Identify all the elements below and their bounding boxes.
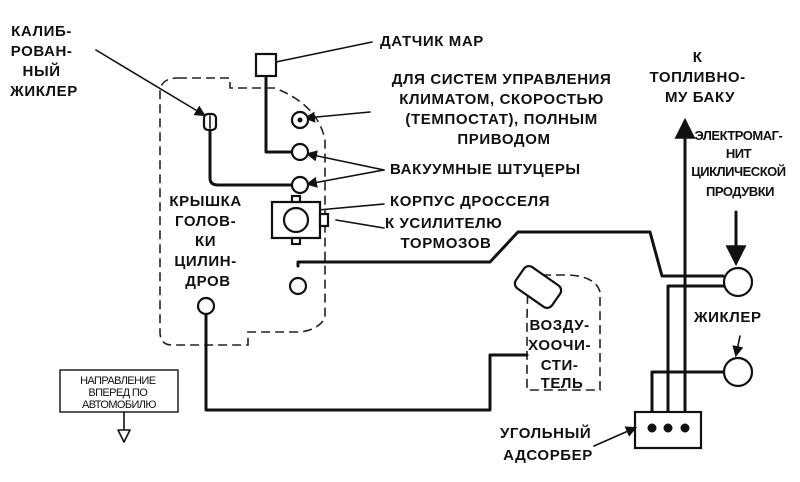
cylinder-head-cover-outline — [159, 77, 326, 346]
forward-direction-box — [59, 369, 179, 413]
throttle-body-boss-bottom — [290, 236, 302, 246]
dot-systems — [297, 117, 303, 123]
label-forward-direction: НАПРАВЛЕНИЕ ВПЕРЕД ПО АВТОМОБИЛЮ — [80, 375, 158, 411]
label-brake-booster: К УСИЛИТЕЛЮ ТОРМОЗОВ — [385, 215, 507, 252]
jet-component — [722, 356, 754, 388]
leader-brake-booster — [335, 219, 385, 229]
line-canister-jet — [650, 370, 726, 420]
leader-map-sensor — [275, 41, 373, 63]
line-canister-solenoid — [666, 284, 728, 420]
label-jet: ЖИКЛЕР — [693, 309, 762, 326]
leader-systems — [303, 111, 371, 123]
label-calibrated-jet: КАЛИБ- РОВАН- НЫЙ ЖИКЛЕР — [9, 23, 78, 100]
map-sensor — [254, 52, 278, 78]
throttle-body-boss-top — [290, 194, 302, 204]
cover-fitting — [196, 296, 216, 316]
hose-jet-to-fitting — [208, 126, 300, 187]
leader-canister — [593, 426, 638, 447]
leader-throttle-body — [317, 203, 385, 211]
label-map-sensor: ДАТЧИК МАР — [380, 33, 484, 50]
leader-vacuum-fitting-1 — [305, 150, 385, 171]
label-charcoal-canister: УГОЛЬНЫЙ АДСОРБЕР — [500, 424, 596, 464]
leader-vacuum-fitting-2 — [305, 169, 385, 188]
purge-solenoid — [722, 266, 754, 298]
air-cleaner-outline — [526, 274, 601, 391]
vacuum-fitting-upper — [290, 142, 310, 162]
label-purge-solenoid: ЭЛЕКТРОМАГ- НИТ ЦИКЛИЧЕСКОЙ ПРОДУВКИ — [691, 128, 788, 199]
hose-cover-to-air-cleaner — [204, 311, 529, 412]
hose-brake-booster — [296, 230, 725, 278]
label-fuel-tank: К ТОПЛИВНО- МУ БАКУ — [649, 49, 750, 106]
label-vacuum-fittings: ВАКУУМНЫЕ ШТУЦЕРЫ — [390, 161, 581, 178]
brake-fitting — [288, 276, 308, 296]
hose-map-sensor — [264, 76, 302, 154]
jet-pointer — [732, 335, 744, 358]
throttle-body-bore — [282, 206, 310, 234]
forward-arrow-icon — [117, 411, 131, 443]
canister-port-3 — [680, 423, 690, 433]
leader-calibrated-jet — [95, 49, 206, 117]
canister-port-1 — [647, 423, 657, 433]
air-cleaner-snorkel — [513, 264, 563, 310]
throttle-body-port — [318, 212, 330, 228]
canister-port-2 — [663, 423, 673, 433]
label-cylinder-head-cover: КРЫШКА ГОЛОВ- КИ ЦИЛИН- ДРОВ — [169, 193, 246, 290]
label-air-cleaner: ВОЗДУ- ХООЧИ- СТИ- ТЕЛЬ — [528, 317, 596, 392]
vacuum-fitting-lower — [290, 175, 310, 195]
label-systems: ДЛЯ СИСТЕМ УПРАВЛЕНИЯ КЛИМАТОМ, СКОРОСТЬ… — [392, 71, 616, 148]
label-throttle-body: КОРПУС ДРОССЕЛЯ — [390, 193, 550, 210]
